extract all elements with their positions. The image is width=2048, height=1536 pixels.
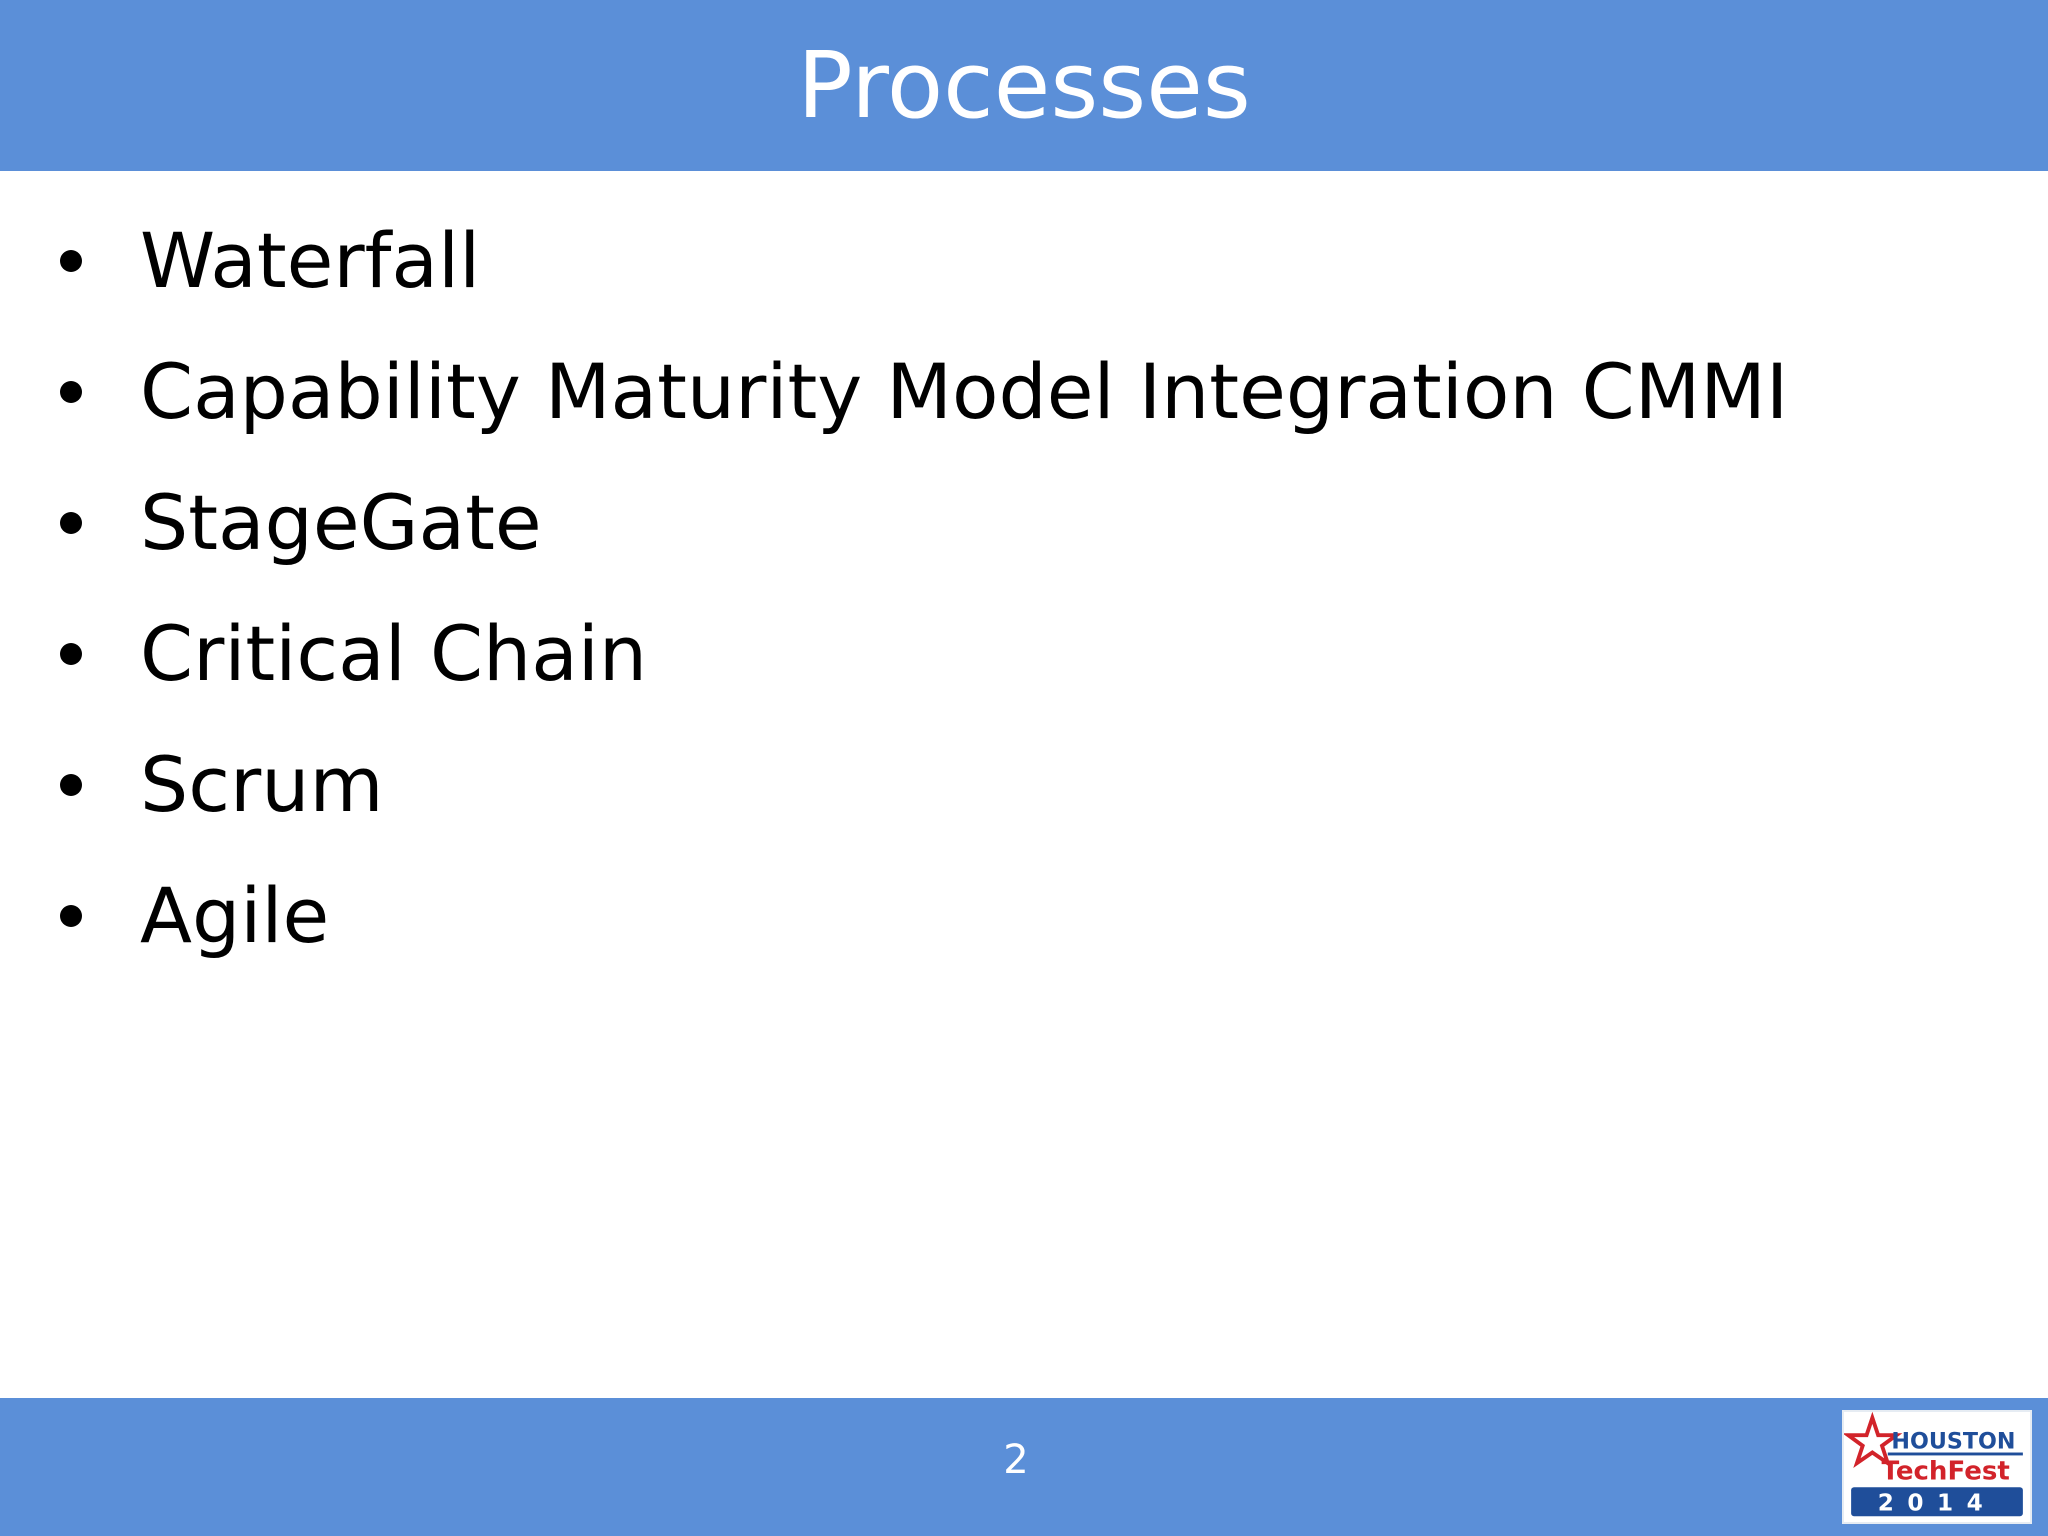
bullet-icon: [60, 249, 82, 272]
list-item: Critical Chain: [52, 588, 1788, 719]
bullet-text: Capability Maturity Model Integration CM…: [140, 347, 1789, 436]
list-item: Capability Maturity Model Integration CM…: [52, 326, 1788, 457]
bullet-icon: [60, 511, 82, 534]
logo-year-text: 2014: [1878, 1490, 1996, 1516]
logo-graphic: HOUSTON TechFest 2014: [1844, 1412, 2023, 1517]
list-item: Waterfall: [52, 195, 1788, 326]
list-item: Scrum: [52, 719, 1788, 850]
bullet-icon: [60, 380, 82, 403]
houston-techfest-logo: HOUSTON TechFest 2014: [1842, 1410, 2032, 1524]
list-item: Agile: [52, 850, 1788, 981]
logo-divider: [1887, 1452, 2023, 1456]
logo-techfest-text: TechFest: [1882, 1457, 2010, 1487]
bullet-text: StageGate: [140, 478, 542, 567]
slide-title: Processes: [797, 32, 1251, 139]
bullet-icon: [60, 904, 82, 927]
list-item: StageGate: [52, 457, 1788, 588]
star-icon: [1844, 1412, 1903, 1468]
bullet-text: Scrum: [140, 740, 384, 829]
header-bar: [0, 0, 2048, 171]
bullet-icon: [60, 642, 82, 665]
page-number: 2: [1003, 1437, 1029, 1483]
footer-bar: [0, 1398, 2048, 1536]
bullet-text: Agile: [140, 871, 330, 960]
logo-houston-text: HOUSTON: [1891, 1429, 2015, 1455]
bullet-icon: [60, 773, 82, 796]
bullet-text: Critical Chain: [140, 609, 648, 698]
bullet-list: Waterfall Capability Maturity Model Inte…: [52, 195, 1788, 981]
bullet-text: Waterfall: [140, 216, 481, 305]
logo-year-band: [1851, 1487, 2023, 1517]
